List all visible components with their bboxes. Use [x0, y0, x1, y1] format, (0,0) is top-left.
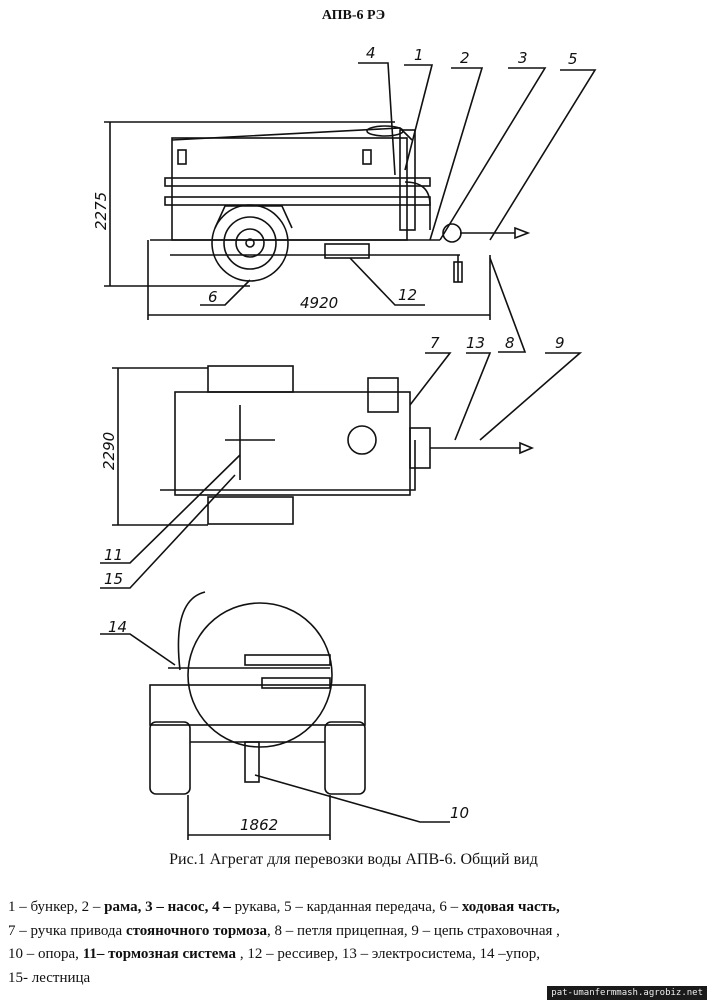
- top-view: 2290 7 13 9 11 15: [100, 334, 583, 589]
- technical-drawing: 2275 4920 4 1 2 3 5 6 12 8 2290: [92, 44, 597, 840]
- dimension-1862: 1862: [240, 816, 278, 834]
- rear-view: 1862 14 10: [100, 591, 469, 840]
- callout-4: 4: [366, 44, 376, 62]
- legend-line-2: 7 – ручка привода стояночного тормоза, 8…: [8, 922, 560, 939]
- figure-caption: Рис.1 Агрегат для перевозки воды АПВ-6. …: [169, 851, 538, 868]
- callout-3: 3: [518, 49, 528, 67]
- dimension-2290: 2290: [100, 432, 118, 470]
- callout-2: 2: [460, 49, 470, 67]
- document-title: АПВ-6 РЭ: [321, 8, 386, 23]
- parts-legend: 1 – бункер, 2 – рама, 3 – насос, 4 – рук…: [8, 896, 703, 990]
- callout-9: 9: [555, 334, 565, 352]
- dimension-2275: 2275: [92, 192, 110, 230]
- callout-14: 14: [108, 618, 127, 636]
- legend-line-4: 15- лестница: [8, 969, 91, 986]
- callout-6: 6: [208, 288, 218, 306]
- callout-10: 10: [450, 804, 469, 822]
- side-view: 2275 4920 4 1 2 3 5 6 12 8: [92, 44, 597, 353]
- legend-line-3: 10 – опора, 11– тормозная система , 12 –…: [8, 946, 540, 962]
- callout-13: 13: [466, 334, 485, 352]
- callout-5: 5: [568, 50, 578, 68]
- legend-line-1: 1 – бункер, 2 – рама, 3 – насос, 4 – рук…: [8, 899, 560, 915]
- callout-1: 1: [414, 46, 424, 64]
- watermark: pat-umanfermmash.agrobiz.net: [547, 986, 707, 1000]
- callout-15: 15: [104, 570, 123, 588]
- callout-11: 11: [104, 546, 123, 564]
- callout-8: 8: [505, 334, 515, 352]
- callout-12: 12: [398, 286, 417, 304]
- dimension-4920: 4920: [300, 294, 338, 312]
- callout-7: 7: [430, 334, 440, 352]
